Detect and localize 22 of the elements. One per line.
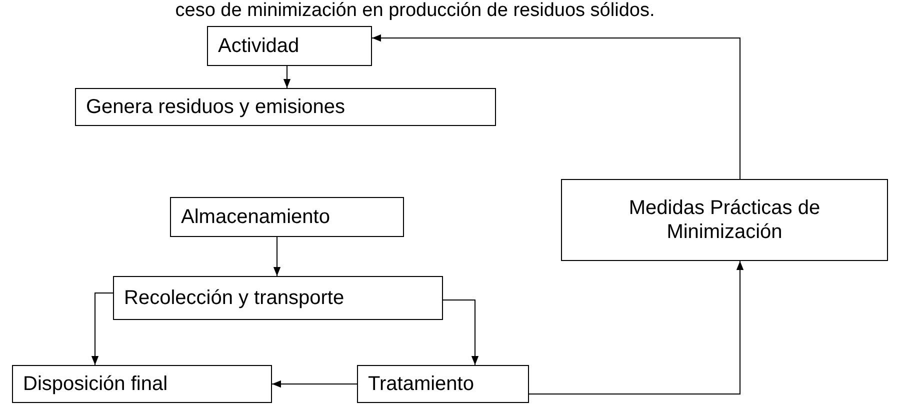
box-label: Actividad: [218, 34, 300, 58]
process-box: [113, 276, 443, 320]
arrow: [91, 292, 114, 366]
box-label: Tratamiento: [368, 372, 474, 396]
arrow: [372, 34, 740, 180]
process-box: [12, 365, 272, 403]
box-label: Genera residuos y emisiones: [86, 95, 346, 119]
box-label: Almacenamiento: [181, 205, 330, 229]
box-label: Medidas Prácticas de Minimización: [628, 196, 822, 244]
arrow: [283, 66, 291, 88]
process-box: [357, 365, 529, 403]
process-box: [561, 179, 888, 261]
arrow: [528, 260, 744, 394]
diagram-title: ceso de minimización en producción de residuos sólidos.: [174, 0, 656, 22]
process-box: [75, 88, 496, 126]
arrow: [273, 236, 281, 276]
box-label: Disposición final: [23, 372, 168, 396]
arrow: [442, 300, 479, 366]
process-box: [170, 197, 404, 237]
arrow: [272, 380, 358, 388]
box-label: Recolección y transporte: [124, 286, 344, 310]
process-box: [207, 26, 372, 66]
